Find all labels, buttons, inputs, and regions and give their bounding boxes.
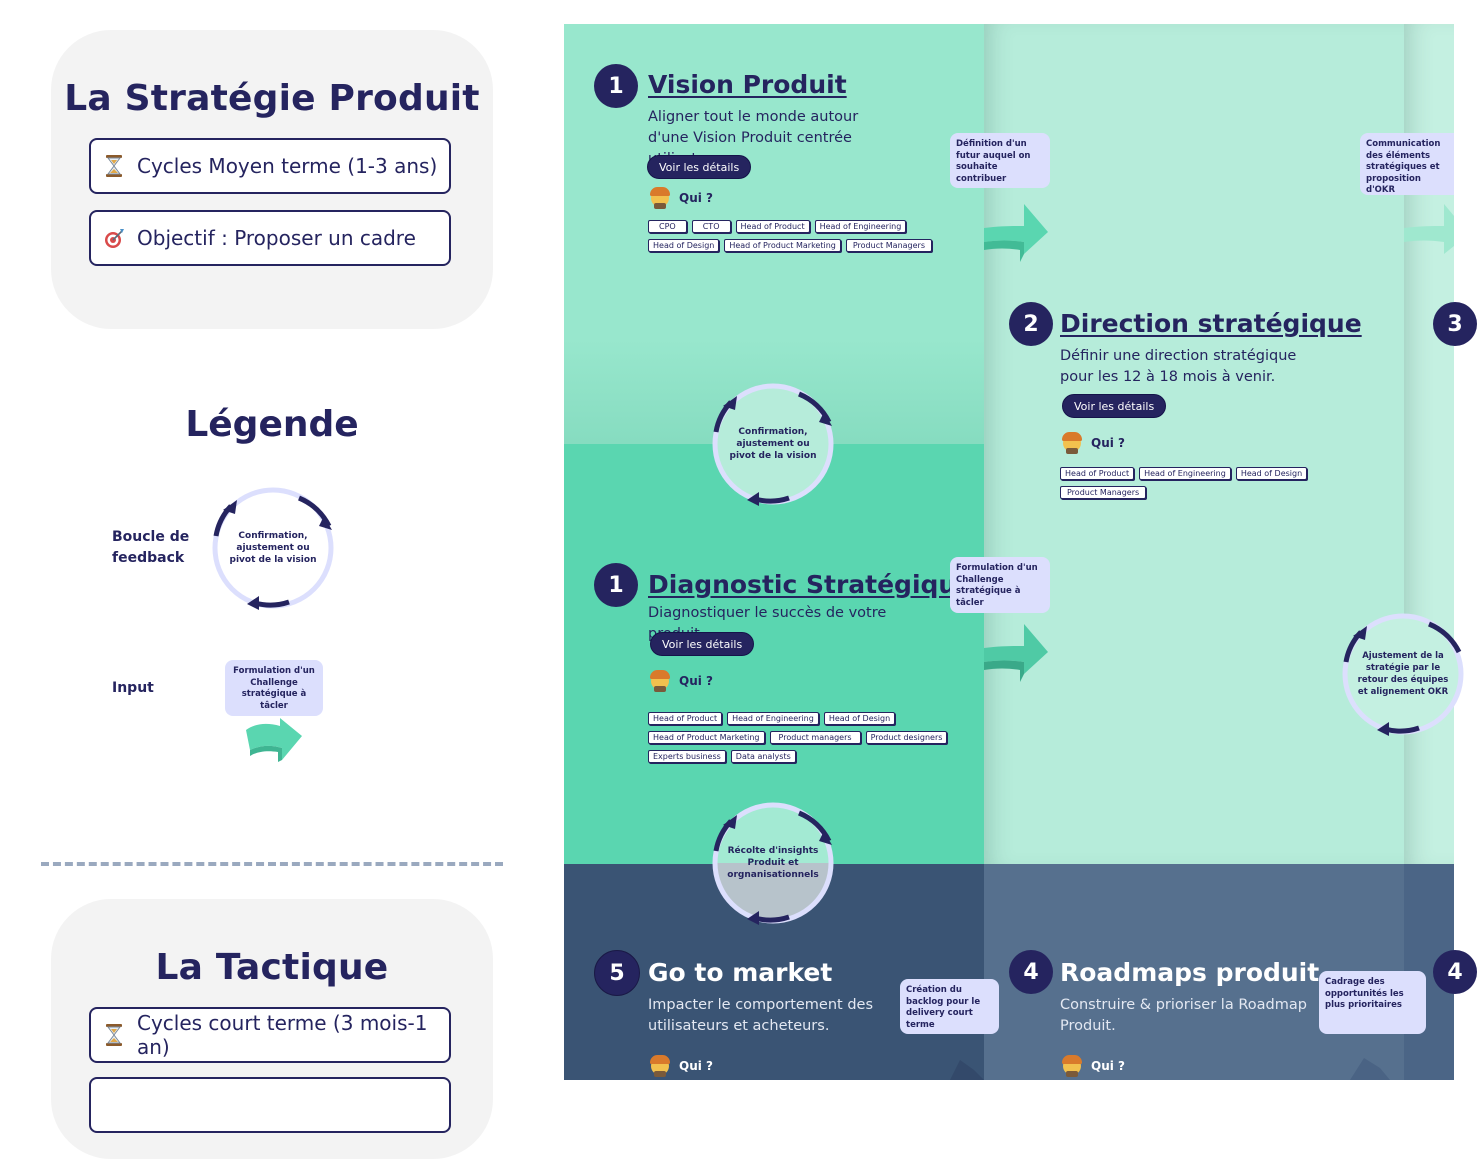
input-arrow-icon bbox=[1350, 1058, 1390, 1080]
tag: Head of Product bbox=[1060, 467, 1135, 480]
roadmaps-qui: Qui ? bbox=[1062, 1055, 1125, 1077]
tactic-cycle-label: Cycles court terme (3 mois-1 an) bbox=[137, 1011, 428, 1059]
loop-ring-icon bbox=[212, 487, 334, 610]
hourglass-icon bbox=[103, 154, 125, 178]
direction-description: Définir une direction stratégique pour l… bbox=[1060, 348, 1297, 385]
roadmaps-title[interactable]: Roadmaps produit bbox=[1060, 958, 1320, 987]
input-arrow-icon bbox=[984, 204, 1048, 262]
qui-label: Qui ? bbox=[1091, 436, 1125, 450]
tag: CPO bbox=[648, 220, 687, 233]
qui-label: Qui ? bbox=[1091, 1059, 1125, 1073]
input-arrow-icon bbox=[246, 718, 302, 762]
tag: Head of Product bbox=[735, 220, 810, 233]
legend-input-label: Input bbox=[112, 680, 154, 696]
feedback-loop-okr: Ajustement de la stratégie par le retour… bbox=[1341, 612, 1465, 736]
vision-tags: CPO CTO Head of Product Head of Engineer… bbox=[648, 220, 948, 252]
legend-input-note: Formulation d'un Challenge stratégique à… bbox=[225, 660, 323, 716]
feedback-loop-text: Ajustement de la stratégie par le retour… bbox=[1357, 651, 1449, 697]
person-icon bbox=[650, 187, 670, 209]
tactic-cycle-pill: Cycles court terme (3 mois-1 an) bbox=[89, 1007, 451, 1063]
step-number: 1 bbox=[594, 64, 638, 108]
tag: Product Managers bbox=[845, 239, 933, 252]
loop-ring-icon bbox=[712, 802, 834, 925]
tag: Product managers bbox=[769, 731, 861, 744]
legend-feedback-loop: Confirmation, ajustement ou pivot de la … bbox=[211, 486, 335, 610]
person-icon bbox=[1062, 432, 1082, 454]
strategy-objective-pill: Objectif : Proposer un cadre bbox=[89, 210, 451, 266]
input-arrow-icon bbox=[984, 624, 1048, 682]
person-icon bbox=[1062, 1055, 1082, 1077]
go-to-market-description: Impacter le comportement des utilisateur… bbox=[648, 997, 874, 1034]
vision-title-link[interactable]: Vision Produit bbox=[648, 70, 847, 99]
tag: Head of Product bbox=[648, 712, 723, 725]
feedback-loop-text: Confirmation, ajustement ou pivot de la … bbox=[729, 427, 817, 461]
go-to-market-title[interactable]: Go to market bbox=[648, 958, 833, 987]
input-note: Création du backlog pour le delivery cou… bbox=[900, 979, 999, 1034]
input-note: Communication des éléments stratégiques … bbox=[1360, 133, 1454, 195]
step-number: 1 bbox=[594, 563, 638, 607]
tag: Head of Engineering bbox=[1139, 467, 1231, 480]
qui-label: Qui ? bbox=[679, 674, 713, 688]
zone-diagnostic bbox=[564, 444, 984, 864]
input-arrow-icon bbox=[950, 1060, 984, 1080]
tag: Head of Engineering bbox=[727, 712, 819, 725]
legend-title: Légende bbox=[185, 404, 359, 445]
tag: CTO bbox=[691, 220, 731, 233]
strategy-card: La Stratégie Produit Cycles Moyen terme … bbox=[51, 30, 493, 329]
loop-ring-icon bbox=[712, 383, 834, 506]
person-icon bbox=[650, 670, 670, 692]
qui-label: Qui ? bbox=[679, 191, 713, 205]
person-icon bbox=[650, 1055, 670, 1077]
input-note: Cadrage des opportunités les plus priori… bbox=[1319, 971, 1426, 1034]
go-to-market-qui: Qui ? bbox=[650, 1055, 713, 1077]
feedback-loop-insights: Récolte d'insights Produit et orgnanisat… bbox=[711, 801, 835, 925]
target-icon bbox=[103, 226, 125, 250]
legend-feedback-label: Boucle de feedback bbox=[112, 529, 190, 566]
legend-feedback-text: Confirmation, ajustement ou pivot de la … bbox=[229, 531, 317, 565]
vision-details-button[interactable]: Voir les détails bbox=[647, 155, 752, 179]
direction-title-link[interactable]: Direction stratégique bbox=[1060, 309, 1362, 338]
strategy-cycle-label: Cycles Moyen terme (1-3 ans) bbox=[137, 154, 438, 178]
qui-label: Qui ? bbox=[679, 1059, 713, 1073]
step-number-partial: 3 bbox=[1433, 302, 1477, 346]
strategy-cycle-pill: Cycles Moyen terme (1-3 ans) bbox=[89, 138, 451, 194]
hourglass-icon bbox=[103, 1023, 125, 1047]
direction-qui: Qui ? bbox=[1062, 432, 1125, 454]
direction-details-button[interactable]: Voir les détails bbox=[1062, 394, 1167, 418]
tag: Product Managers bbox=[1060, 486, 1147, 499]
loop-ring-icon bbox=[1342, 613, 1464, 736]
direction-tags: Head of Product Head of Engineering Head… bbox=[1060, 467, 1320, 499]
section-divider bbox=[41, 862, 503, 866]
feedback-loop-vision: Confirmation, ajustement ou pivot de la … bbox=[711, 382, 835, 506]
diagnostic-details-button[interactable]: Voir les détails bbox=[650, 632, 755, 656]
tag: Experts business bbox=[648, 750, 726, 763]
vision-qui: Qui ? bbox=[650, 187, 713, 209]
step-number-partial: 4 bbox=[1433, 950, 1477, 994]
tag: Data analysts bbox=[730, 750, 796, 763]
input-note: Définition d'un futur auquel on souhaite… bbox=[950, 133, 1050, 188]
input-arrow-icon bbox=[1404, 204, 1454, 254]
zone-direction bbox=[984, 24, 1404, 864]
tag: Head of Engineering bbox=[814, 220, 907, 233]
tag: Head of Product Marketing bbox=[648, 731, 765, 744]
step-number: 5 bbox=[594, 950, 640, 996]
diagnostic-title-link[interactable]: Diagnostic Stratégique bbox=[648, 570, 974, 599]
tactic-card: La Tactique Cycles court terme (3 mois-1… bbox=[51, 899, 493, 1159]
diagnostic-qui: Qui ? bbox=[650, 670, 713, 692]
step-number: 2 bbox=[1009, 302, 1053, 346]
diagnostic-tags: Head of Product Head of Engineering Head… bbox=[648, 712, 948, 763]
tag: Head of Design bbox=[1235, 467, 1308, 480]
strategy-objective-label: Objectif : Proposer un cadre bbox=[137, 226, 416, 250]
input-note: Formulation d'un Challenge stratégique à… bbox=[950, 557, 1050, 613]
tag: Head of Product Marketing bbox=[724, 239, 841, 252]
tactic-objective-pill bbox=[89, 1077, 451, 1133]
tag: Head of Design bbox=[648, 239, 720, 252]
step-number: 4 bbox=[1009, 950, 1053, 994]
tactic-card-title: La Tactique bbox=[155, 947, 389, 988]
feedback-loop-text: Récolte d'insights Produit et orgnanisat… bbox=[727, 846, 819, 880]
roadmaps-description: Construire & prioriser la Roadmap Produi… bbox=[1060, 997, 1307, 1034]
strategy-card-title: La Stratégie Produit bbox=[64, 78, 480, 119]
tag: Product designers bbox=[865, 731, 948, 744]
tag: Head of Design bbox=[823, 712, 896, 725]
